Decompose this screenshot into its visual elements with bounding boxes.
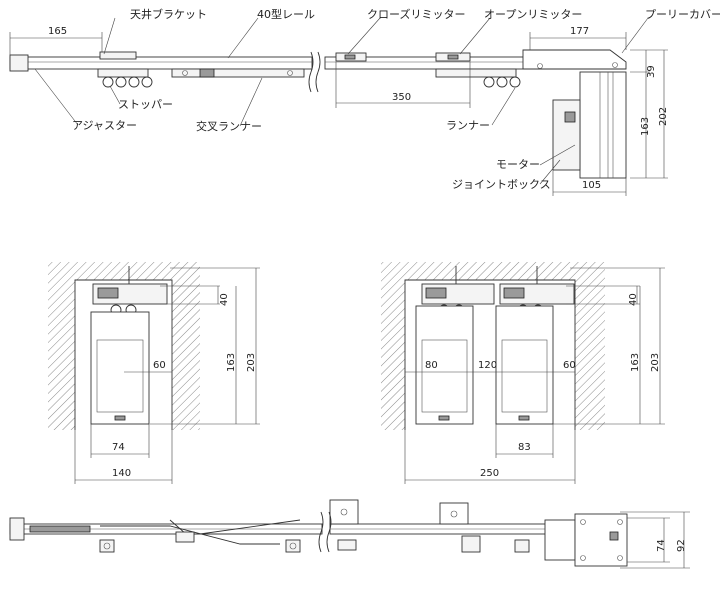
runner-group-right xyxy=(483,76,521,88)
dim-s2-203: 203 xyxy=(650,353,661,372)
dim-top-350: 350 xyxy=(392,92,411,103)
dim-s2-250: 250 xyxy=(480,468,499,479)
dim-s1-203: 203 xyxy=(246,353,257,372)
break-mark-right xyxy=(315,51,321,93)
stopper-part xyxy=(97,68,149,78)
dim-s1-140: 140 xyxy=(112,468,131,479)
pulley-cover-part xyxy=(522,49,627,70)
motor-section-2b xyxy=(495,305,554,425)
dim-s1-163: 163 xyxy=(226,353,237,372)
end-cap-left xyxy=(9,54,29,72)
side-view: 天井ブラケット 40型レール クローズリミッター オープンリミッター プーリーカ… xyxy=(9,7,720,196)
plan-bracket-2 xyxy=(439,502,469,525)
label-motor: モーター xyxy=(496,158,540,171)
dim-s1-40: 40 xyxy=(219,293,230,306)
motor-part xyxy=(579,71,627,179)
dim-top-163: 163 xyxy=(640,117,651,136)
label-adjuster: アジャスター xyxy=(72,119,137,132)
plan-view: 74 92 xyxy=(9,499,690,569)
label-cross-runner: 交叉ランナー xyxy=(196,119,262,133)
rail-left-segment xyxy=(9,56,313,70)
break-mark-left xyxy=(308,51,314,93)
label-ceiling-bracket: 天井ブラケット xyxy=(130,7,207,21)
label-open-limiter: オープンリミッター xyxy=(484,8,582,21)
dim-s2-40: 40 xyxy=(628,293,639,306)
ceiling-bracket-part xyxy=(99,51,137,60)
label-runner: ランナー xyxy=(446,119,490,132)
dim-s2-120: 120 xyxy=(478,360,497,371)
wall-hatch-1 xyxy=(48,262,200,430)
wall-hatch-2 xyxy=(381,262,605,430)
dim-top-39: 39 xyxy=(646,65,657,78)
dim-s2-83: 83 xyxy=(518,442,531,453)
dim-s2-60: 60 xyxy=(563,360,576,371)
label-joint-box: ジョイントボックス xyxy=(452,178,551,191)
label-stopper: ストッパー xyxy=(118,98,173,111)
dim-bot-92: 92 xyxy=(676,539,687,552)
joint-box-part xyxy=(552,99,581,171)
plan-bracket-1 xyxy=(329,499,359,525)
dim-top-177: 177 xyxy=(570,26,589,37)
motor-section-2a xyxy=(415,305,474,425)
dim-top-105: 105 xyxy=(582,180,601,191)
dim-top-202: 202 xyxy=(658,107,669,126)
runner-group-left xyxy=(102,76,153,88)
dim-s2-163: 163 xyxy=(630,353,641,372)
dim-s2-80: 80 xyxy=(425,360,438,371)
motor-section-1 xyxy=(90,311,150,425)
cross-runner-part xyxy=(171,68,305,78)
section-view-single: 40 163 203 60 74 140 xyxy=(48,262,260,484)
dim-s1-74: 74 xyxy=(112,442,125,453)
dim-s1-60: 60 xyxy=(153,360,166,371)
runner-carriage xyxy=(435,68,517,78)
label-pulley-cover: プーリーカバー xyxy=(645,8,720,21)
label-close-limiter: クローズリミッター xyxy=(367,7,465,21)
dim-top-165: 165 xyxy=(48,26,67,37)
plan-joint-box xyxy=(544,519,576,561)
section-view-double: 40 163 203 80 120 60 83 250 xyxy=(381,262,665,484)
label-rail-40: 40型レール xyxy=(257,7,315,21)
plan-motor-head xyxy=(574,513,628,567)
dim-bot-74: 74 xyxy=(656,539,667,552)
